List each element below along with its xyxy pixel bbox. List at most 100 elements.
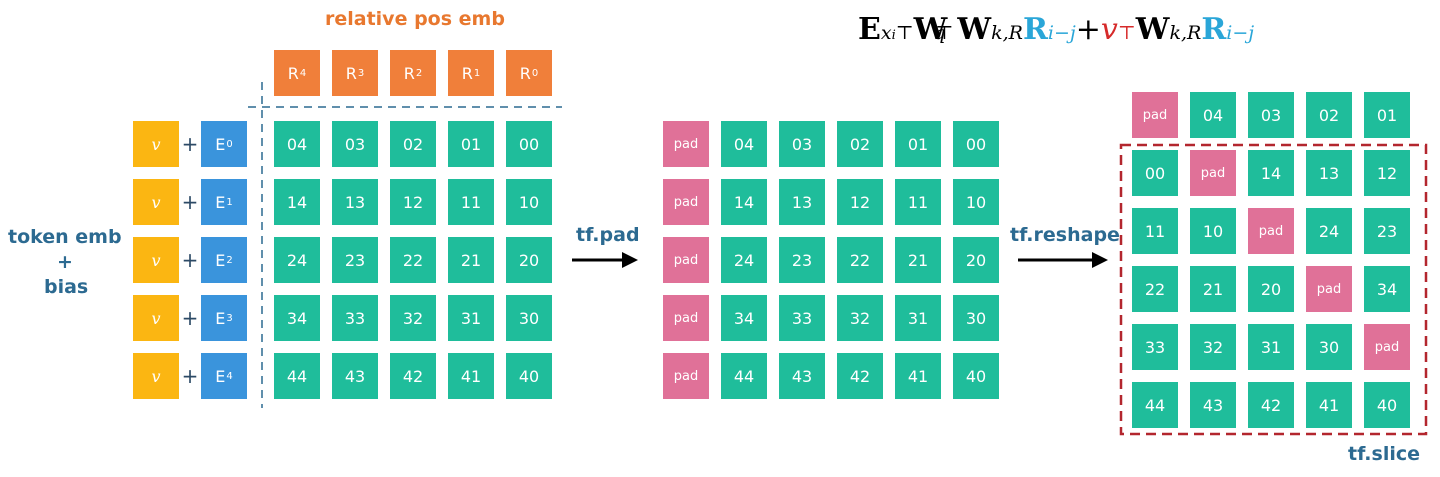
formula-R-2-sub: i−j (1226, 22, 1255, 44)
score-cell: 10 (506, 179, 552, 225)
score-cell: 41 (448, 353, 494, 399)
pad-cell: pad (1306, 266, 1352, 312)
plus-sign: + (181, 306, 199, 330)
token-emb-cell-index: 4 (226, 370, 233, 382)
formula-R-1-sub: i−j (1047, 22, 1076, 44)
reshaped-score-cell: 20 (1248, 266, 1294, 312)
pad-cell: pad (663, 295, 709, 341)
plus-sign: + (181, 190, 199, 214)
score-cell: 11 (448, 179, 494, 225)
score-cell: 03 (332, 121, 378, 167)
pos-emb-cell-symbol: R (519, 63, 531, 83)
formula-W-q-sub: q (933, 22, 946, 44)
formula-W-kR-2: W (1135, 12, 1170, 47)
reshape-arrow-head (1092, 252, 1108, 268)
pos-emb-cell-index: 3 (357, 67, 365, 79)
padded-score-cell: 41 (895, 353, 941, 399)
token-emb-cell-index: 2 (226, 254, 233, 266)
padded-score-cell: 03 (779, 121, 825, 167)
pos-emb-cell-index: 1 (473, 67, 481, 79)
formula-R-1: R (1022, 12, 1048, 47)
reshaped-score-cell: 42 (1248, 382, 1294, 428)
padded-score-cell: 20 (953, 237, 999, 283)
reshaped-score-cell: 10 (1190, 208, 1236, 254)
reshaped-score-cell: 40 (1364, 382, 1410, 428)
reshaped-score-cell: 03 (1248, 92, 1294, 138)
score-cell: 30 (506, 295, 552, 341)
score-cell: 31 (448, 295, 494, 341)
pad-cell: pad (1190, 150, 1236, 196)
bias-v-cell: v (133, 237, 179, 283)
token-emb-cell-index: 3 (226, 312, 233, 324)
formula-W-kR-2-sub: k,R (1169, 22, 1202, 44)
padded-score-cell: 34 (721, 295, 767, 341)
pad-cell: pad (663, 353, 709, 399)
padded-score-cell: 11 (895, 179, 941, 225)
tf-slice-label: tf.slice (1348, 443, 1421, 465)
score-cell: 33 (332, 295, 378, 341)
score-cell: 13 (332, 179, 378, 225)
padded-score-cell: 22 (837, 237, 883, 283)
pos-emb-cell-symbol: R (345, 63, 357, 83)
padded-score-cell: 23 (779, 237, 825, 283)
formula-E: E (858, 12, 881, 47)
score-cell: 40 (506, 353, 552, 399)
bias-v-cell: v (133, 295, 179, 341)
tf-reshape-label: tf.reshape (1010, 224, 1120, 246)
formula-W-kR: W (957, 12, 992, 47)
token-emb-cell-symbol: E (215, 250, 226, 270)
token-plus-bias-plus-label: + (57, 251, 73, 273)
token-emb-cell-index: 1 (226, 196, 233, 208)
pos-emb-cell-symbol: R (403, 63, 415, 83)
token-emb-cell-symbol: E (215, 192, 226, 212)
formula-E-sub: xi (880, 22, 896, 44)
formula-transpose-1: ⊤ (895, 22, 914, 44)
plus-sign: + (181, 248, 199, 272)
pad-cell: pad (1132, 92, 1178, 138)
pad-cell: pad (1248, 208, 1294, 254)
reshaped-score-cell: 01 (1364, 92, 1410, 138)
score-cell: 14 (274, 179, 320, 225)
score-cell: 04 (274, 121, 320, 167)
reshaped-score-cell: 13 (1306, 150, 1352, 196)
formula-transpose-3: ⊤ (1117, 22, 1136, 44)
token-emb-cell-symbol: E (215, 308, 226, 328)
plus-sign: + (181, 132, 199, 156)
reshaped-score-cell: 33 (1132, 324, 1178, 370)
reshaped-score-cell: 32 (1190, 324, 1236, 370)
pad-cell: pad (663, 237, 709, 283)
pad-arrow-head (622, 252, 638, 268)
reshaped-score-cell: 24 (1306, 208, 1352, 254)
formula-plus: + (1075, 12, 1101, 47)
formula-W-q: W (913, 12, 948, 47)
pad-cell: pad (663, 121, 709, 167)
score-cell: 12 (390, 179, 436, 225)
bias-v-cell: v (133, 353, 179, 399)
padded-score-cell: 33 (779, 295, 825, 341)
score-cell: 20 (506, 237, 552, 283)
tf-pad-label: tf.pad (576, 224, 640, 246)
slice-dashed-box (1119, 143, 1428, 436)
reshaped-score-cell: 44 (1132, 382, 1178, 428)
padded-score-cell: 10 (953, 179, 999, 225)
reshaped-score-cell: 30 (1306, 324, 1352, 370)
reshaped-score-cell: 43 (1190, 382, 1236, 428)
bias-v-cell: v (133, 179, 179, 225)
reshaped-score-cell: 02 (1306, 92, 1352, 138)
padded-score-cell: 01 (895, 121, 941, 167)
padded-score-cell: 31 (895, 295, 941, 341)
formula-R-2: R (1201, 12, 1227, 47)
padded-score-cell: 43 (779, 353, 825, 399)
formula-transpose-2: ⊤ (935, 22, 954, 44)
padded-score-cell: 04 (721, 121, 767, 167)
